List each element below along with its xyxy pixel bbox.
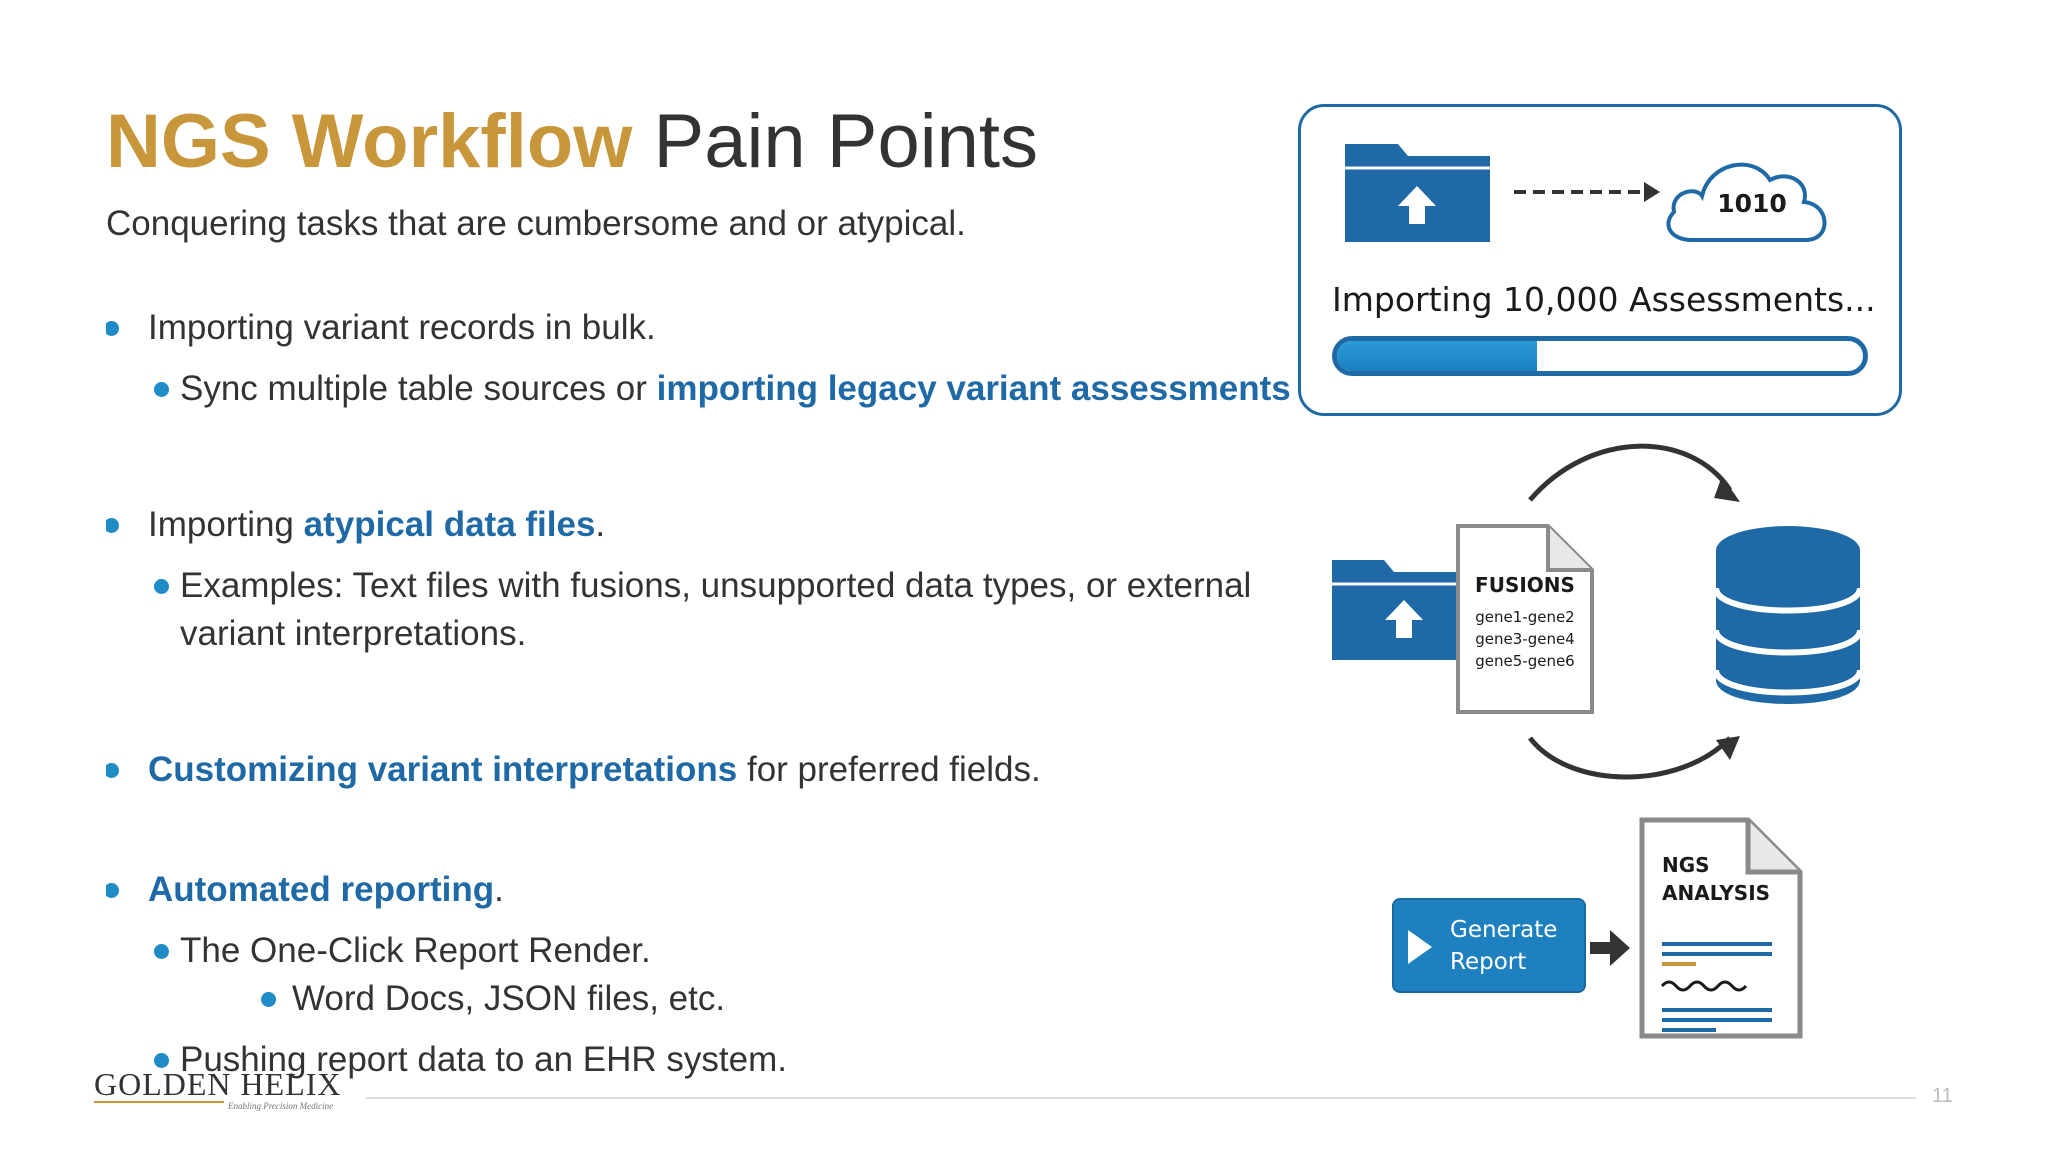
title-rest: Pain Points bbox=[653, 99, 1038, 184]
bullet-highlight: Automated reporting bbox=[148, 870, 495, 909]
bullet-text: Examples: Text files with fusions, unsup… bbox=[180, 566, 1252, 605]
folder-upload-icon bbox=[1345, 144, 1490, 242]
import-status: Importing 10,000 Assessments... bbox=[1332, 280, 1876, 319]
fusion-heading: FUSIONS bbox=[1475, 573, 1575, 597]
curved-arrow-top-icon bbox=[1528, 443, 1733, 502]
arrow-right-icon bbox=[1590, 930, 1630, 966]
generate-label-line2: Report bbox=[1450, 949, 1527, 975]
footer-divider bbox=[366, 1097, 1916, 1099]
bullet-highlight: importing legacy variant assessments bbox=[656, 369, 1291, 408]
dashed-arrow-icon bbox=[1514, 182, 1660, 202]
import-progress-fill bbox=[1337, 341, 1537, 371]
bullet-text: Pushing report data to an EHR system. bbox=[180, 1040, 787, 1079]
slide-subtitle: Conquering tasks that are cumbersome and… bbox=[106, 204, 966, 243]
bullet-period: . bbox=[494, 870, 504, 909]
bullet-list: Importing variant records in bulk. Sync … bbox=[106, 0, 1306, 1100]
bullet-text: The One-Click Report Render. bbox=[180, 931, 651, 970]
bullet-dot bbox=[154, 1053, 169, 1068]
bullet-highlight: atypical data files bbox=[303, 505, 596, 544]
fusion-line-3: gene5-gene6 bbox=[1475, 652, 1574, 670]
slide-title: NGS Workflow Pain Points bbox=[106, 94, 1038, 190]
logo-text: GOLDEN HELIX bbox=[94, 1066, 342, 1102]
bullet-dot bbox=[261, 992, 276, 1007]
bullet-dot bbox=[106, 518, 119, 533]
bullet-dot bbox=[106, 321, 119, 336]
import-progress-bar bbox=[1332, 336, 1868, 376]
bullet-highlight: Customizing variant interpretations bbox=[148, 750, 738, 789]
fusion-document bbox=[1456, 524, 1594, 714]
bullet-dot bbox=[154, 382, 169, 397]
folder-upload-icon bbox=[1332, 560, 1470, 660]
cloud-icon bbox=[1666, 162, 1827, 242]
bullet-dot bbox=[154, 579, 169, 594]
bullet-period: . bbox=[595, 505, 606, 544]
golden-helix-logo: GOLDEN HELIX Enabling Precision Medicine bbox=[94, 1066, 354, 1111]
logo-tagline: Enabling Precision Medicine bbox=[228, 1101, 334, 1111]
fusion-import-graphic: FUSIONS gene1-gene2 gene3-gene4 gene5-ge… bbox=[1332, 443, 1863, 780]
report-document bbox=[1639, 817, 1803, 1039]
logo-underline bbox=[94, 1101, 224, 1103]
bullet-text: for preferred fields. bbox=[737, 750, 1041, 789]
bullet-text: Importing bbox=[148, 505, 304, 544]
bullet-dot bbox=[106, 883, 119, 898]
title-accent: NGS Workflow bbox=[106, 99, 633, 184]
page-number: 11 bbox=[1932, 1085, 1953, 1107]
curved-arrow-bottom-icon bbox=[1528, 736, 1732, 780]
bullet-dot bbox=[154, 944, 169, 959]
bullet-dot bbox=[106, 763, 119, 778]
report-doc-line1: NGS bbox=[1662, 853, 1710, 877]
generate-label-line1: Generate bbox=[1450, 917, 1558, 943]
database-icon bbox=[1713, 526, 1863, 704]
report-doc-line2: ANALYSIS bbox=[1662, 881, 1770, 905]
fusion-line-1: gene1-gene2 bbox=[1475, 608, 1574, 626]
bullet-text: Importing variant records in bulk. bbox=[148, 308, 656, 347]
import-upload-graphic: 1010 bbox=[1345, 144, 1827, 242]
bullet-text: Word Docs, JSON files, etc. bbox=[292, 979, 726, 1018]
bullet-text: variant interpretations. bbox=[180, 614, 527, 653]
bullet-text: Sync multiple table sources or bbox=[180, 369, 657, 408]
fusion-line-2: gene3-gene4 bbox=[1475, 630, 1574, 648]
ngs-analysis-graphic: NGS ANALYSIS bbox=[1590, 817, 1803, 1039]
play-icon bbox=[1408, 930, 1432, 964]
cloud-label: 1010 bbox=[1717, 189, 1787, 218]
